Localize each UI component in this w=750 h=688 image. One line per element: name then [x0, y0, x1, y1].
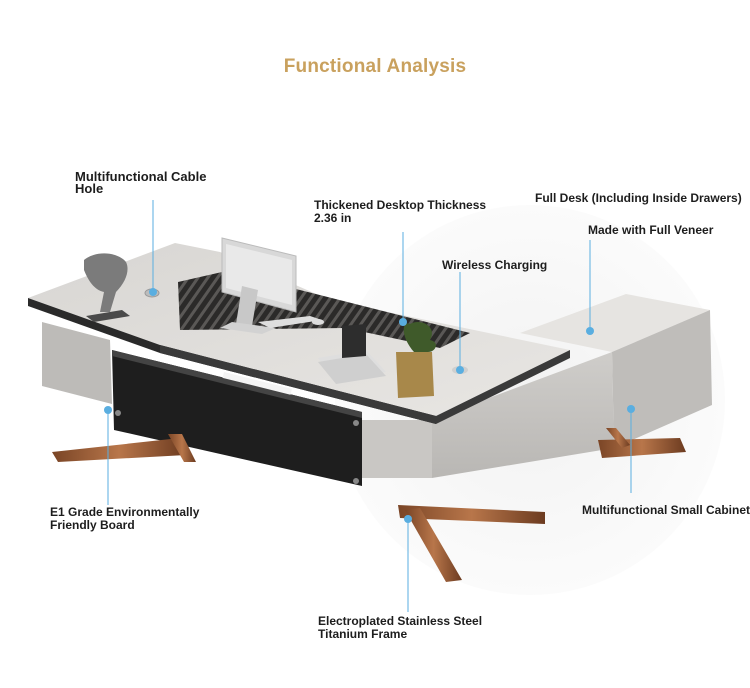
phone-stand: [342, 324, 366, 358]
plant-pot: [396, 352, 434, 398]
label-frame: Electroplated Stainless Steel Titanium F…: [318, 614, 483, 641]
leg-center: [398, 505, 545, 524]
leg-left: [52, 438, 186, 462]
label-full-veneer: Made with Full Veneer: [588, 223, 714, 237]
callouts: [104, 200, 635, 612]
label-small-cabinet: Multifunctional Small Cabinet: [582, 503, 750, 517]
plant: [403, 321, 436, 352]
label-full-desk: Full Desk (Including Inside Drawers): [535, 191, 742, 205]
horse-statue: [84, 253, 128, 312]
cabinet-front: [430, 352, 614, 478]
desk-end-panel: [42, 322, 112, 404]
drawer-panel: [112, 350, 362, 486]
cabinet-side: [612, 310, 712, 448]
drawer-light: [222, 372, 292, 395]
cabinet-top: [520, 294, 710, 352]
desk-top: [28, 243, 570, 416]
page-title: Functional Analysis: [283, 56, 467, 77]
statue-base: [86, 310, 130, 322]
label-board: E1 Grade Environmentally Friendly Board: [50, 505, 200, 532]
label-desktop-thickness: Thickened Desktop Thickness 2.36 in: [314, 198, 487, 225]
label-cable-hole: Multifunctional Cable Hole: [75, 169, 207, 196]
label-wireless-charging: Wireless Charging: [442, 258, 548, 272]
